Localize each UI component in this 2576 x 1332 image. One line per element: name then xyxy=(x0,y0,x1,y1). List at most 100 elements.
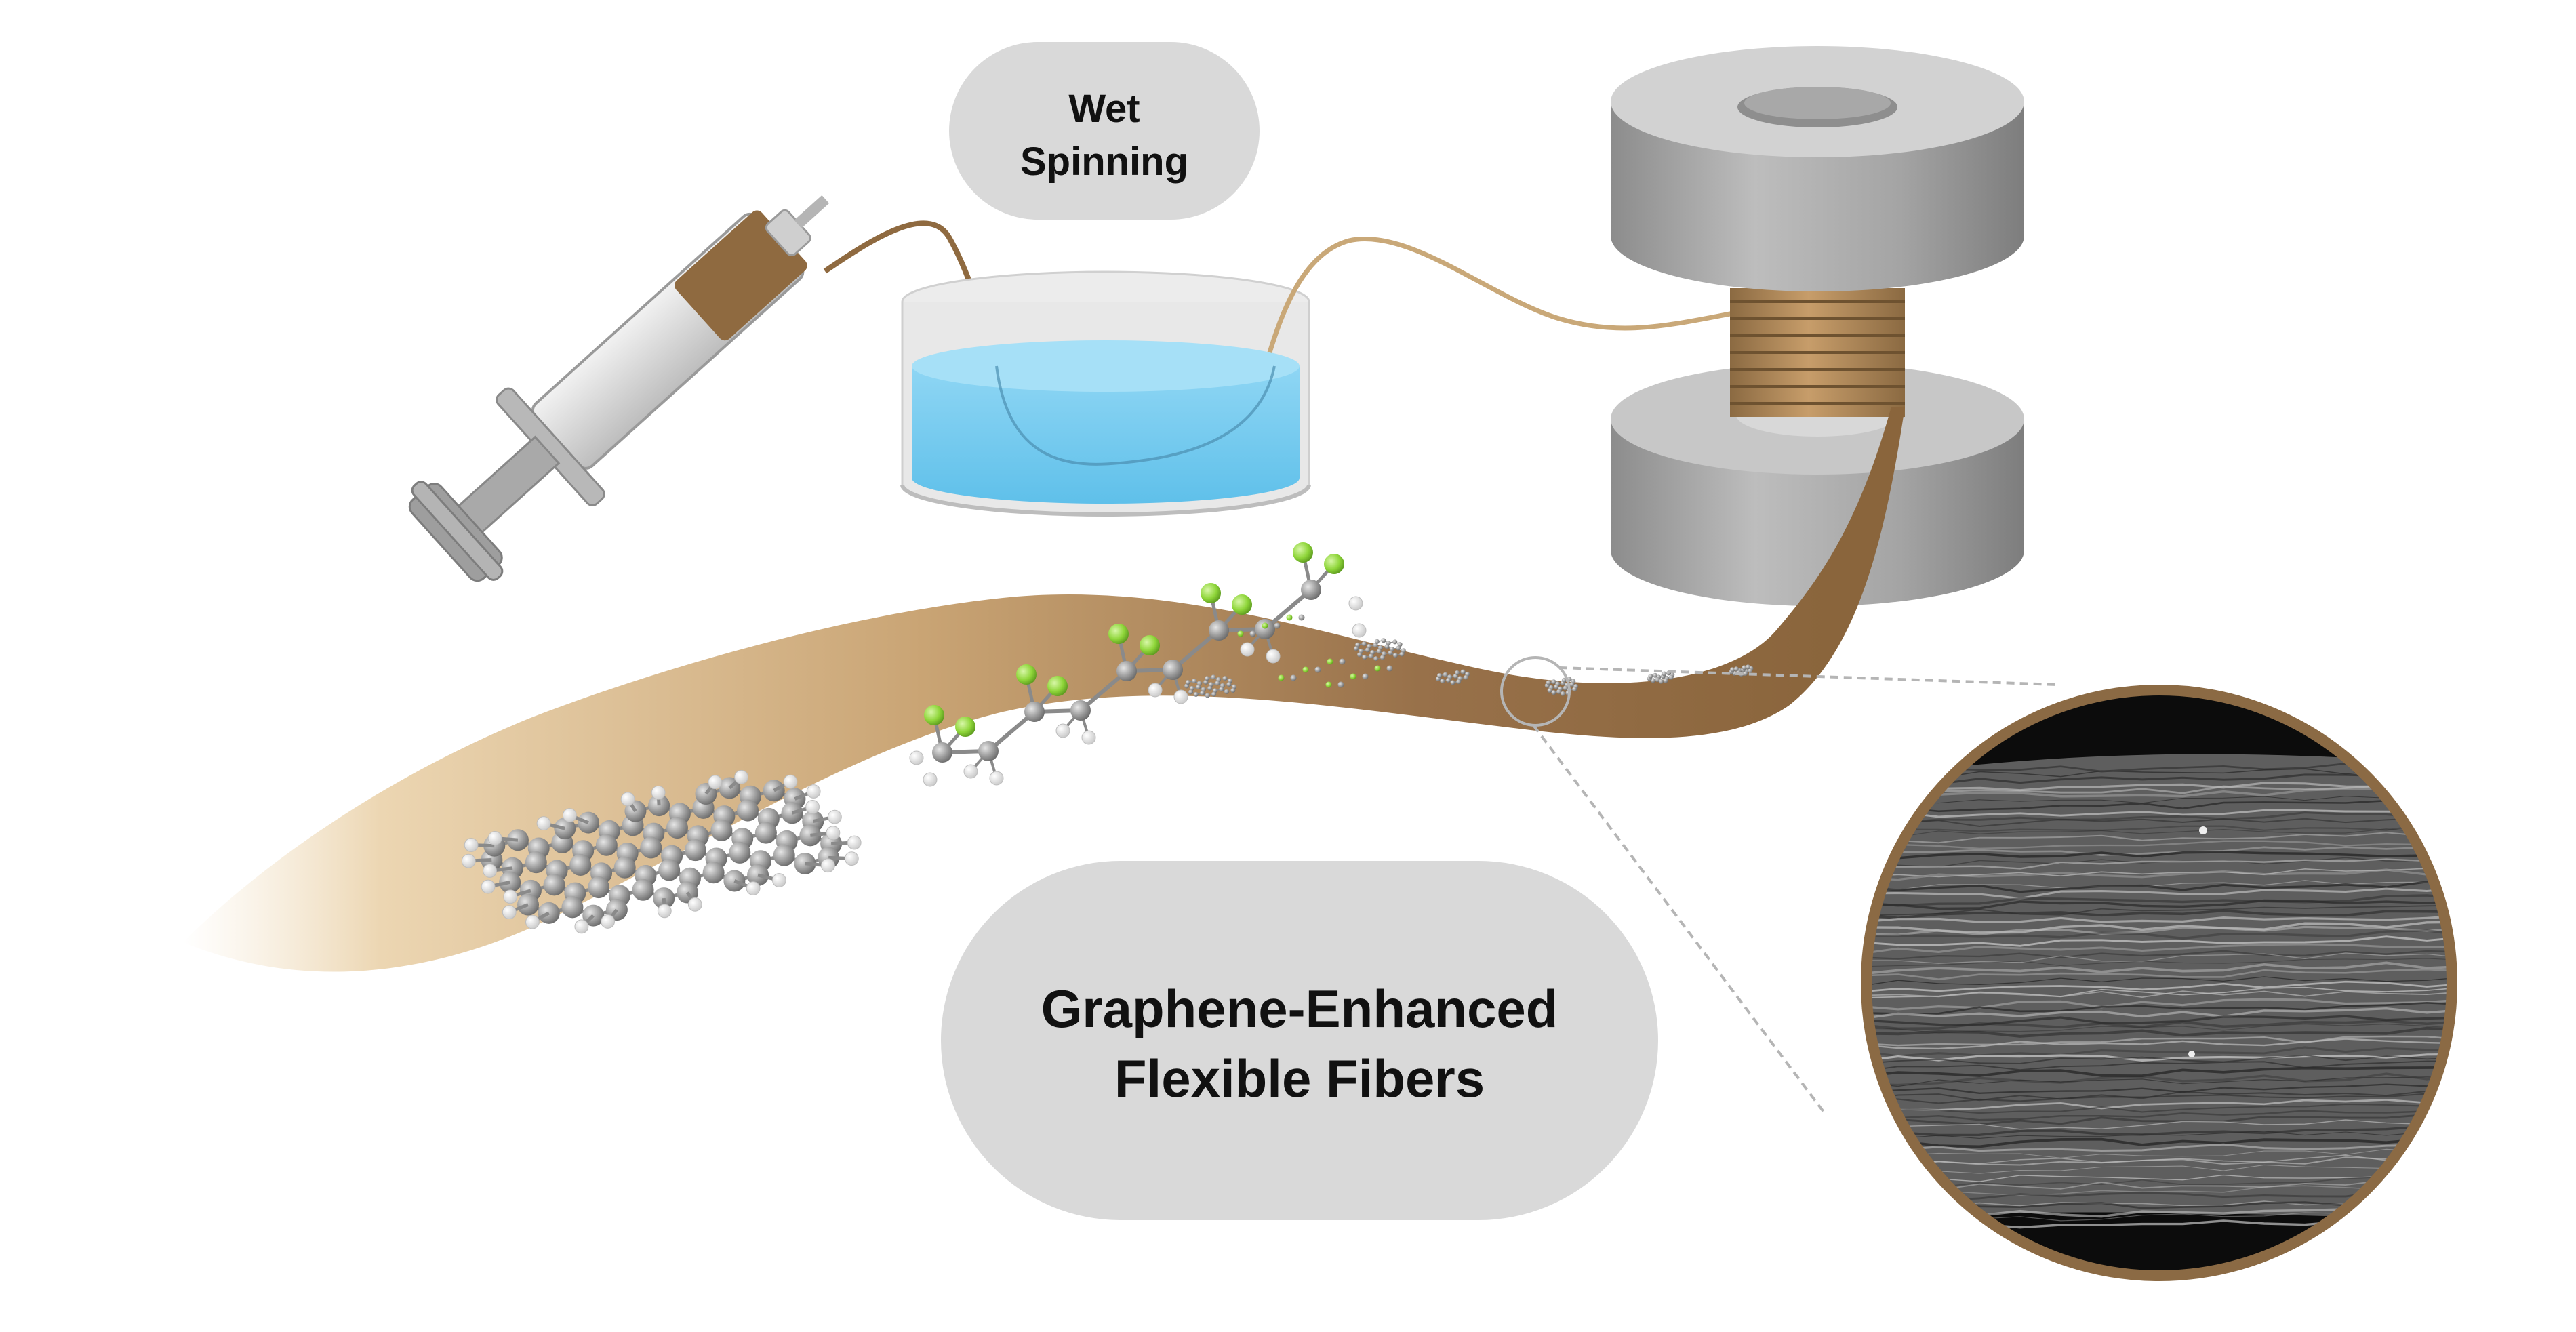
carbon-atom xyxy=(1392,639,1398,645)
hydrogen-atom xyxy=(805,799,820,814)
hydrogen-atom xyxy=(1081,730,1096,745)
sem-striation xyxy=(1866,935,2452,947)
carbon-atom xyxy=(1556,689,1562,694)
carbon-atom xyxy=(1219,687,1224,692)
hydrogen-atom xyxy=(620,792,635,807)
carbon-atom xyxy=(1658,679,1664,684)
carbon-atom xyxy=(1653,672,1658,678)
carbon-atom xyxy=(1373,656,1379,662)
sem-striation xyxy=(1866,840,2452,849)
hydrogen-atom xyxy=(708,775,723,790)
hydrogen-atom xyxy=(536,816,551,831)
carbon-atom xyxy=(1560,691,1565,696)
hydrogen-atom xyxy=(1173,689,1188,704)
fluorine-atom xyxy=(1232,594,1252,615)
carbon-atom xyxy=(1228,678,1233,683)
sem-striation xyxy=(1866,1137,2452,1148)
atom-small xyxy=(1362,673,1369,680)
fluorine-atom xyxy=(1108,624,1129,644)
atom-small xyxy=(1302,666,1309,673)
carbon-atom xyxy=(1748,668,1753,673)
carbon-atom xyxy=(1561,677,1567,683)
hydrogen-atom xyxy=(1348,596,1363,611)
sem-striation xyxy=(1866,904,2452,916)
carbon-atom xyxy=(1163,660,1183,680)
sem-striation xyxy=(1866,1060,2452,1073)
atom-small xyxy=(1286,614,1293,621)
sem-striation xyxy=(1866,958,2452,967)
sem-striation xyxy=(1866,1118,2452,1130)
atom-small xyxy=(1290,674,1297,681)
carbon-atom xyxy=(1546,680,1551,685)
carbon-atom xyxy=(1212,688,1217,693)
syringe-icon xyxy=(408,195,830,582)
carbon-atom xyxy=(1454,670,1460,675)
sem-striation xyxy=(1866,1015,2452,1026)
carbon-atom xyxy=(1192,679,1197,684)
product-label-line1: Graphene-Enhanced xyxy=(1041,979,1558,1038)
process-label-line1: Wet xyxy=(1068,87,1140,131)
carbon-atom xyxy=(1662,671,1667,677)
carbon-atom xyxy=(1359,648,1364,653)
carbon-atom xyxy=(1230,687,1236,693)
sem-striation xyxy=(1866,980,2452,993)
sem-striation xyxy=(1866,1007,2452,1021)
sem-striation xyxy=(1866,1046,2452,1057)
carbon-atom xyxy=(1648,673,1653,679)
atom-small xyxy=(1262,622,1268,629)
chain-small xyxy=(1325,665,1393,688)
process-label-line2: Spinning xyxy=(1020,140,1188,184)
carbon-atom xyxy=(1185,679,1190,685)
fiber-strand-draw xyxy=(1267,237,1750,354)
carbon-atom xyxy=(1743,671,1748,677)
atom-small xyxy=(1278,674,1285,681)
sem-striation xyxy=(1866,921,2452,934)
sem-striation xyxy=(1866,1088,2452,1102)
hydrogen-atom xyxy=(806,784,821,799)
carbon-atom xyxy=(1551,679,1556,685)
hydrogen-atom xyxy=(827,809,842,824)
carbon-atom xyxy=(684,839,706,862)
carbon-atom xyxy=(1733,666,1739,672)
hydrogen-atom xyxy=(783,774,798,789)
sem-striation xyxy=(1866,961,2452,976)
graphene-sheet-large xyxy=(461,769,862,934)
carbon-atom xyxy=(1205,693,1210,698)
sem-striation xyxy=(1866,1035,2452,1047)
coagulation-bath xyxy=(900,270,1311,517)
atom-small xyxy=(1274,622,1281,629)
carbon-atom xyxy=(1208,682,1213,687)
sem-striation xyxy=(1866,952,2452,964)
fluorine-atom xyxy=(1016,664,1037,685)
carbon-atom xyxy=(1189,685,1194,691)
sem-striation xyxy=(1866,1143,2452,1152)
hydrogen-atom xyxy=(746,881,761,895)
hydrogen-atom xyxy=(923,772,938,787)
carbon-atom xyxy=(1374,639,1380,644)
hydrogen-atom xyxy=(844,851,859,866)
atom-small xyxy=(1374,665,1381,672)
fluorine-atom xyxy=(955,717,975,737)
carbon-atom xyxy=(1554,684,1559,689)
carbon-atom xyxy=(1445,677,1451,683)
carbon-atom xyxy=(1188,689,1194,695)
hydrogen-atom xyxy=(481,879,496,894)
carbon-atom xyxy=(1376,649,1382,654)
carbon-atom xyxy=(1070,700,1091,721)
carbon-atom xyxy=(1193,691,1199,697)
hydrogen-atom xyxy=(1148,683,1163,698)
carbon-atom xyxy=(1572,687,1577,692)
sem-striation xyxy=(1866,868,2452,881)
carbon-atom xyxy=(1220,683,1226,688)
carbon-atom xyxy=(1392,653,1398,658)
sem-striation xyxy=(1866,1099,2452,1111)
carbon-atom xyxy=(1563,685,1568,691)
carbon-atom xyxy=(1201,687,1206,692)
hydrogen-atom xyxy=(734,769,748,784)
sem-striation xyxy=(1866,886,2452,900)
atom-small xyxy=(1237,630,1244,637)
sem-striation xyxy=(1866,976,2452,988)
carbon-atom xyxy=(1353,646,1359,651)
carbon-atom xyxy=(1196,685,1201,690)
carbon-atom xyxy=(1205,676,1210,681)
